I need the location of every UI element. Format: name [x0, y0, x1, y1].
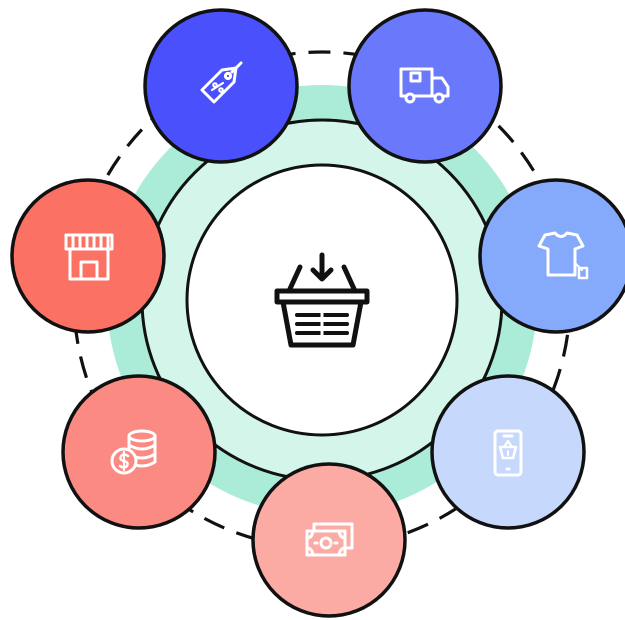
node-coins-stack	[61, 374, 217, 530]
price-tag-icon	[200, 61, 243, 104]
cash-banknote-icon	[305, 522, 354, 557]
shopping-basket-icon	[274, 252, 370, 348]
coins-stack-icon	[110, 429, 157, 475]
t-shirt-tag-icon	[537, 231, 589, 280]
node-storefront	[10, 178, 166, 334]
mobile-shopping-icon	[493, 429, 523, 477]
node-delivery-truck	[347, 8, 503, 164]
node-price-tag-circle	[143, 8, 299, 164]
node-coins-stack-circle	[61, 374, 217, 530]
node-price-tag	[143, 8, 299, 164]
node-t-shirt-tag	[478, 178, 625, 334]
storefront-icon	[64, 233, 114, 281]
node-delivery-truck-circle	[347, 8, 503, 164]
node-cash-banknote	[251, 462, 407, 618]
node-t-shirt-tag-circle	[478, 178, 625, 334]
node-storefront-circle	[10, 178, 166, 334]
node-mobile-shopping	[430, 374, 586, 530]
delivery-truck-icon	[399, 67, 450, 104]
